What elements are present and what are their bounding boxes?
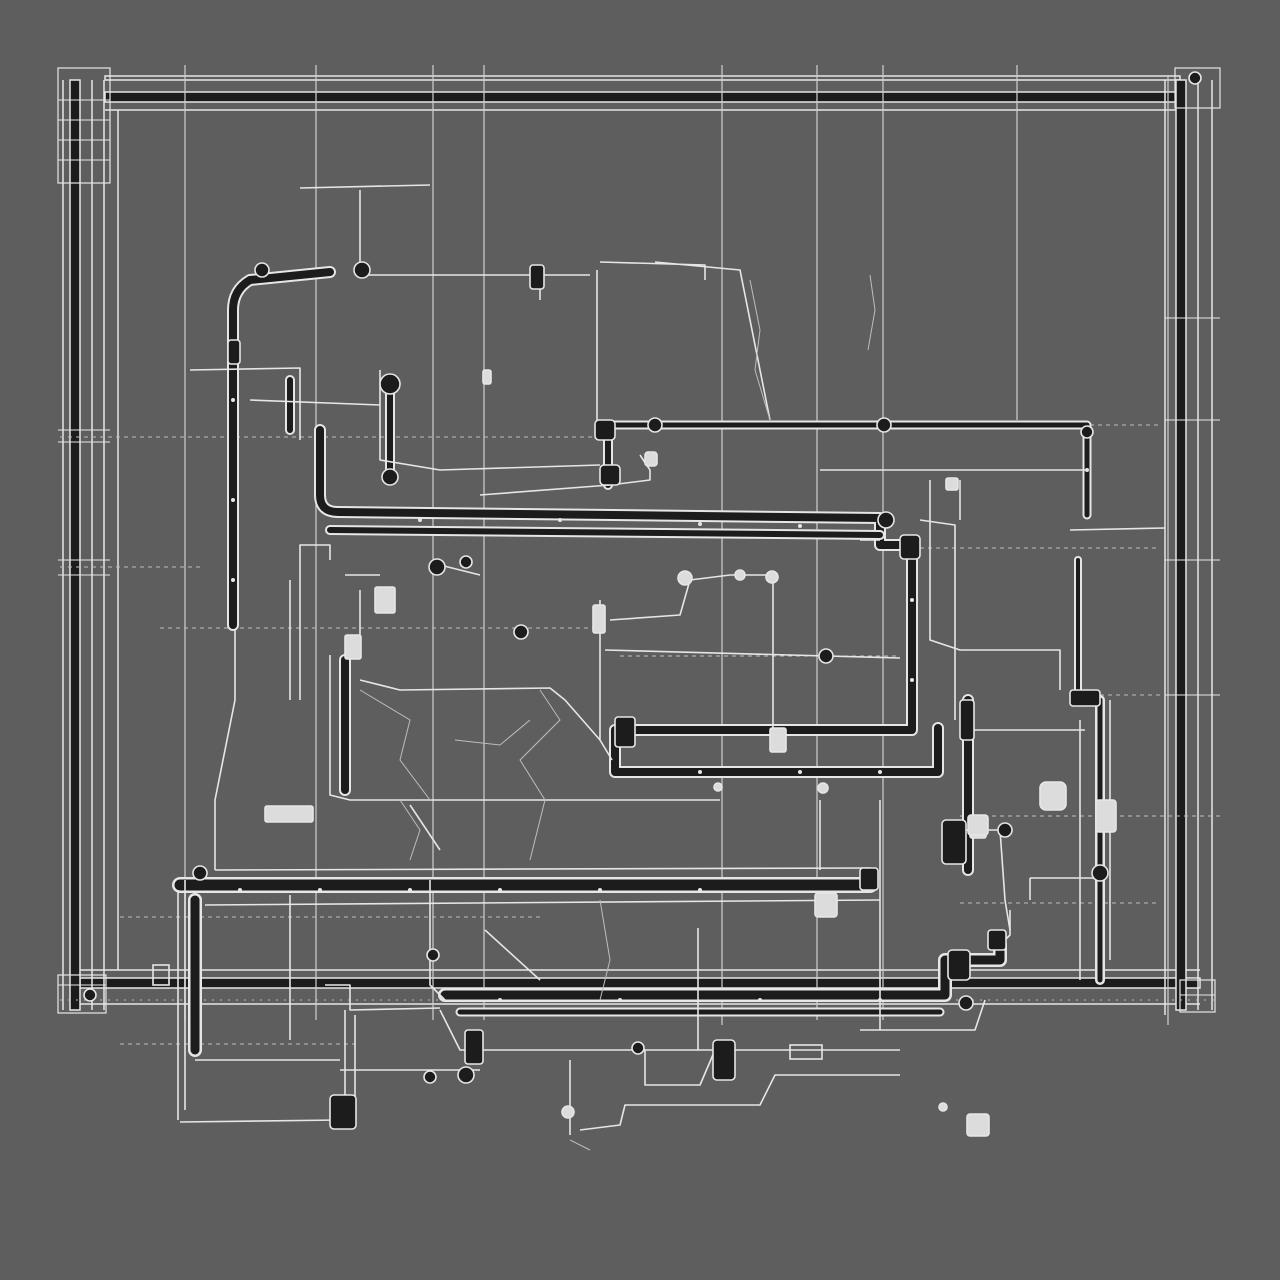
frame-left-rail-dark xyxy=(69,79,81,1011)
frame-right-rail-dark xyxy=(1175,79,1187,1011)
frame-top-rail-dark xyxy=(104,91,1181,103)
outer-frame xyxy=(57,67,1221,1015)
gauge-icon xyxy=(83,71,1202,1119)
valve-icon xyxy=(227,264,1101,1130)
corner-block-top-left xyxy=(57,67,111,184)
frame-bottom-rail-dark xyxy=(79,977,1201,989)
rivets xyxy=(231,398,1089,1002)
corner-block-top-right xyxy=(1174,67,1221,109)
frame-ticks xyxy=(58,99,1220,996)
junction-icon xyxy=(789,1044,823,1060)
grid-dashed xyxy=(60,424,1220,1045)
components xyxy=(83,71,1202,1137)
main-pipes xyxy=(172,266,1105,1057)
corner-block-bottom-right xyxy=(1179,979,1216,1013)
sketch-lines xyxy=(359,274,876,1151)
junction-icon xyxy=(152,964,170,986)
meter-icon xyxy=(264,369,1117,1137)
corner-block-bottom-left xyxy=(57,974,107,1014)
grid-verticals xyxy=(184,65,1169,1025)
frame-top-rail xyxy=(104,75,1181,81)
